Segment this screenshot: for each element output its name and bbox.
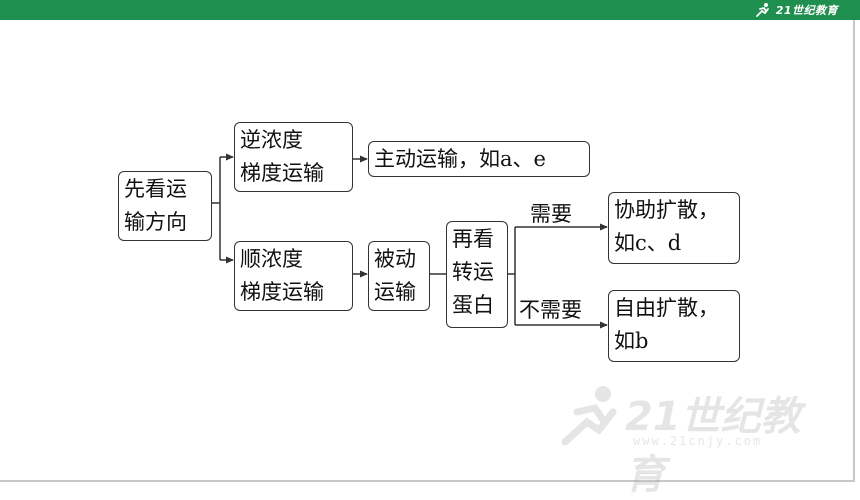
runner-icon: [755, 3, 769, 17]
box-check-carrier: 再看 转运 蛋白: [446, 221, 508, 328]
brand-logo: 21世纪教育: [754, 2, 838, 18]
slide-frame: [0, 20, 855, 482]
connector-carrier-split: [508, 227, 516, 325]
brand-name: 21世纪教育: [775, 4, 838, 17]
connector-lines: [212, 153, 608, 329]
connector-root-split: [212, 157, 221, 260]
box-active-transport: 主动运输，如a、e: [368, 141, 590, 177]
label-no-need: 不需要: [519, 298, 582, 322]
box-facilitated-diffusion: 协助扩散， 如c、d: [608, 192, 740, 264]
box-against-gradient: 逆浓度 梯度运输: [234, 122, 353, 192]
watermark: 21世纪教育 www.21cnjy.com: [555, 380, 835, 498]
label-need: 需要: [530, 202, 572, 226]
runner-icon: [561, 386, 617, 446]
box-passive-transport: 被动 运输: [368, 241, 430, 311]
watermark-url: www.21cnjy.com: [633, 434, 763, 448]
top-banner: 21世纪教育: [0, 0, 860, 20]
box-along-gradient: 顺浓度 梯度运输: [234, 241, 353, 311]
box-root: 先看运 输方向: [118, 171, 212, 241]
box-free-diffusion: 自由扩散， 如b: [608, 290, 740, 362]
